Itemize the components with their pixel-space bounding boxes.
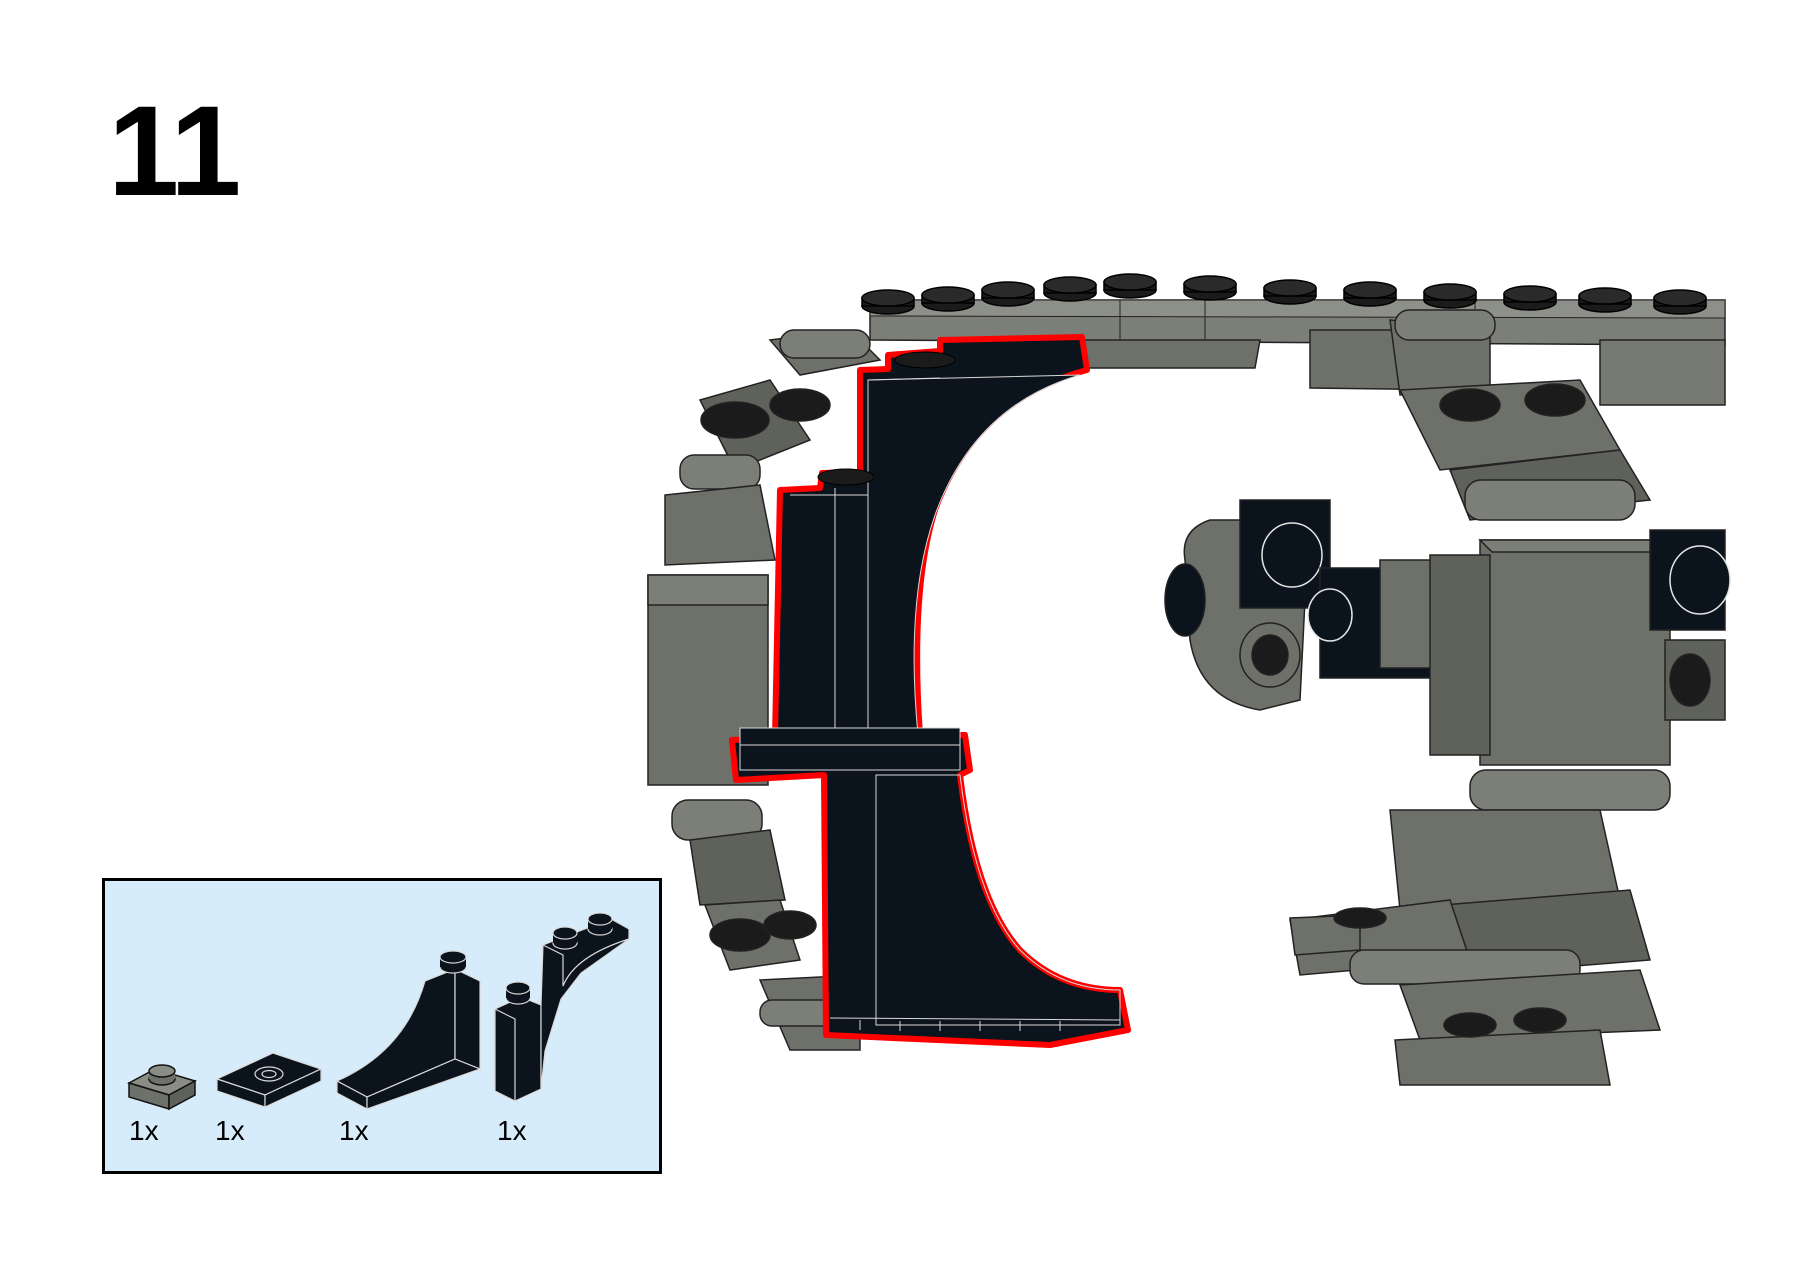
part-qty-2: 1x bbox=[215, 1115, 245, 1147]
parts-list-callout: 1x 1x 1x 1x bbox=[102, 878, 662, 1174]
part-curved-slope-black bbox=[337, 951, 480, 1109]
part-arch-black bbox=[495, 913, 629, 1101]
track-right-links bbox=[1290, 310, 1730, 1085]
part-qty-1: 1x bbox=[129, 1115, 159, 1147]
part-jumper-plate-black bbox=[217, 1053, 321, 1107]
part-qty-4: 1x bbox=[497, 1115, 527, 1147]
parts-list-illustrations bbox=[105, 881, 665, 1177]
part-qty-3: 1x bbox=[339, 1115, 369, 1147]
part-plate-1x1-gray bbox=[129, 1065, 195, 1109]
center-connector bbox=[1165, 500, 1490, 755]
